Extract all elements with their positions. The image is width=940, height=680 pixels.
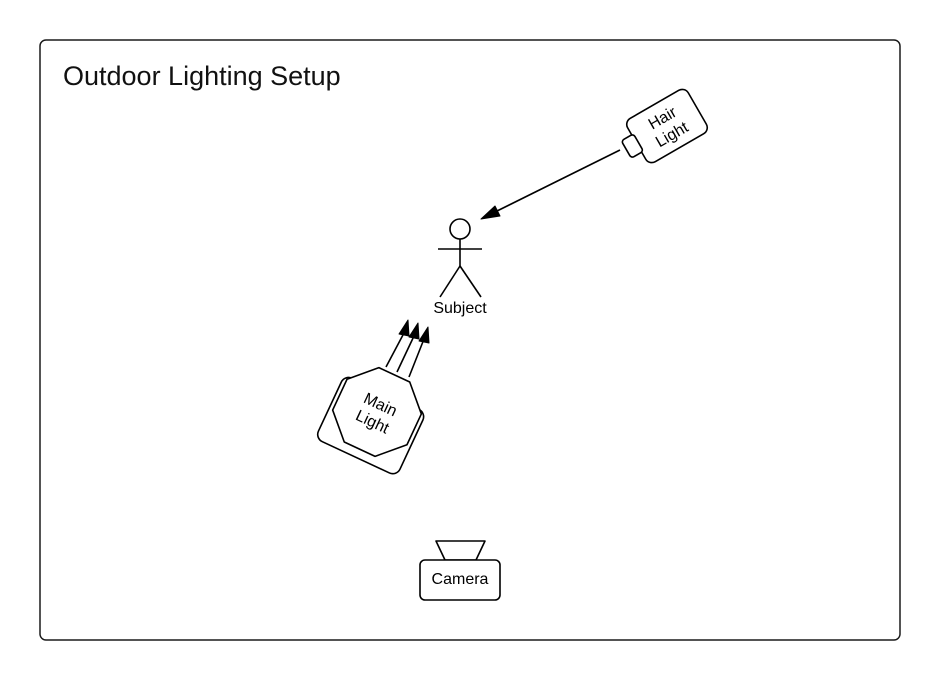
stick-figure-icon (438, 218, 482, 298)
hair-light-arrow (480, 149, 621, 220)
hair-light-arrowhead (480, 205, 501, 220)
camera: Camera (419, 540, 501, 601)
main-light-arrowhead-2 (408, 322, 420, 340)
camera-label: Camera (432, 571, 489, 588)
main-light-octagon (331, 366, 423, 458)
subject: Subject (433, 218, 487, 317)
diagram-title: Outdoor Lighting Setup (63, 61, 341, 91)
main-light-arrowhead-3 (418, 326, 430, 344)
main-light-arrows (385, 319, 430, 378)
hair-light-connector (621, 134, 644, 158)
subject-label: Subject (433, 300, 487, 317)
main-light: Main Light (316, 366, 425, 475)
diagram-frame (39, 39, 901, 641)
main-light-arrowhead-1 (398, 319, 410, 337)
camera-icon (419, 540, 501, 601)
